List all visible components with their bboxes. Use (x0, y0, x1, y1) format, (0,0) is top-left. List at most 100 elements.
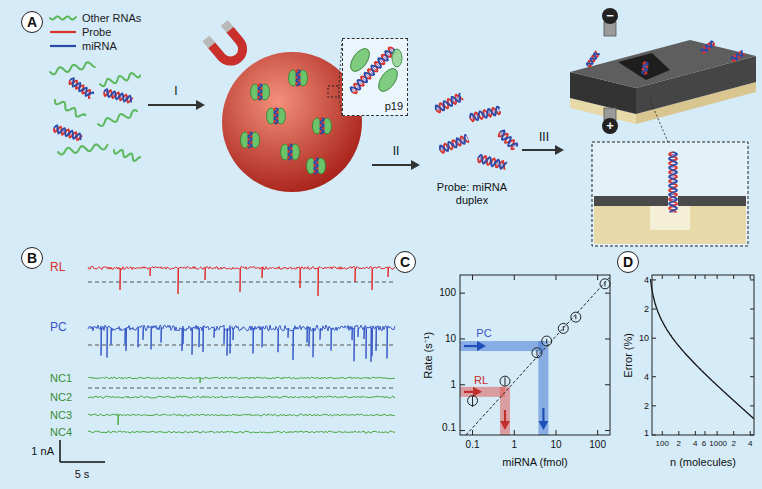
axis-tick (704, 431, 705, 435)
chip-duplex-mirna-strand (732, 50, 743, 60)
tick-label: 2 (731, 439, 735, 448)
legend-line-probe (50, 31, 76, 33)
axis-tick (695, 431, 696, 435)
bound-duplex-mirna-strand (320, 118, 323, 134)
axis-title: Rate (s⁻¹) (422, 332, 435, 379)
legend-line-other-rnas (50, 17, 76, 20)
axis-tick (460, 338, 465, 339)
panel-letter: B (21, 247, 43, 269)
plot-frame (460, 275, 610, 435)
panel-letter-text: C (400, 255, 410, 269)
axis-tick (704, 275, 705, 279)
probe-mirna-duplex-mirna-strand (54, 125, 81, 140)
axis-tick (652, 279, 656, 280)
magnet-pole (221, 20, 234, 33)
zoom-box-fill (342, 38, 408, 116)
band-arrow-head (477, 341, 486, 351)
product-label: Probe: miRNA duplex (432, 181, 512, 206)
current-scale-bar (59, 440, 61, 462)
axis-tick (597, 430, 598, 435)
step-arrow-head (555, 145, 564, 155)
eluted-duplex-mirna-strand (436, 93, 460, 110)
step-number: I (174, 85, 177, 99)
magnet-body (211, 29, 247, 66)
plot-frame (652, 275, 754, 435)
axis-tick (460, 384, 465, 385)
chip-duplex-mirna-strand (701, 41, 713, 52)
step-arrow-head (411, 160, 420, 170)
nc-current-trace (88, 396, 395, 398)
legend-text: Other RNAs (82, 12, 141, 25)
chip-duplex-mirna-strand (587, 53, 600, 66)
inset-box (592, 142, 748, 246)
bound-duplex-probe-strand (288, 144, 291, 160)
magnet-pole (203, 36, 216, 49)
other-rna-strand (98, 110, 137, 126)
tick-label: 4 (644, 275, 649, 285)
electrode-cap (602, 118, 618, 134)
fit-line (466, 277, 610, 435)
bound-duplex-probe-strand (274, 108, 277, 124)
trace-label: PC (50, 321, 67, 335)
chip-duplex-mirna-strand (642, 62, 648, 74)
scale-label: 1 nA (31, 445, 54, 458)
time-scale-bar (60, 461, 105, 463)
tick-label: 100 (589, 439, 606, 451)
p19-ribbon (347, 45, 373, 74)
tick-label: 2 (644, 401, 649, 411)
band-label: PC (476, 327, 491, 340)
tick-label: 4 (693, 439, 697, 448)
tick-label: 4 (748, 439, 752, 448)
bound-duplex-probe-strand (320, 118, 323, 134)
threshold-line (88, 388, 395, 389)
inset-membrane (678, 196, 746, 206)
legend-line-mirna (50, 45, 76, 47)
axis-tick (472, 430, 473, 435)
band-arrow-head (500, 421, 510, 430)
threshold-line (88, 345, 395, 346)
legend-text: miRNA (82, 40, 117, 53)
panel-letter-text: B (27, 251, 37, 265)
axis-tick (460, 293, 465, 294)
axis-tick (717, 275, 718, 279)
tick-label: 1 (644, 428, 649, 438)
tick-label: 2 (677, 439, 681, 448)
tick-label: 100 (439, 287, 456, 299)
tick-label: 0.1 (442, 422, 456, 434)
axis-tick (652, 376, 656, 377)
band-arrow (504, 410, 506, 421)
error-bar (546, 339, 547, 343)
axis-title: n (molecules) (670, 456, 736, 469)
tick-label: 100 (656, 439, 669, 448)
axis-tick (514, 275, 515, 280)
tick-label: 10 (445, 333, 456, 345)
chip-duplex-probe-strand (702, 42, 714, 53)
axis-tick (750, 338, 754, 339)
probe-mirna-duplex-mirna-strand (104, 89, 131, 102)
tick-label: 1000 (709, 439, 727, 448)
panel-letter: C (394, 251, 416, 273)
magnet (203, 20, 251, 69)
rl-band (500, 387, 510, 435)
trace-label: NC2 (50, 391, 72, 404)
trace-label: NC1 (50, 372, 72, 385)
pc-band (538, 341, 548, 435)
other-rna-strand (100, 73, 140, 86)
axis-tick (555, 430, 556, 435)
eluted-duplex-mirna-strand (478, 155, 507, 169)
axis-tick (750, 376, 754, 377)
axis-tick (605, 338, 610, 339)
step-number: II (393, 145, 400, 159)
electrode (604, 22, 616, 36)
axis-tick (514, 430, 515, 435)
data-point (558, 323, 568, 333)
error-bar (536, 350, 537, 356)
tick-label: 4 (644, 372, 649, 382)
step-arrow (522, 149, 555, 151)
axis-tick (652, 309, 656, 310)
tick-label: 6 (702, 439, 706, 448)
trace-label: NC3 (50, 409, 72, 422)
axis-tick (605, 384, 610, 385)
band-arrow-head (473, 387, 482, 397)
electrode-cap (602, 8, 618, 24)
